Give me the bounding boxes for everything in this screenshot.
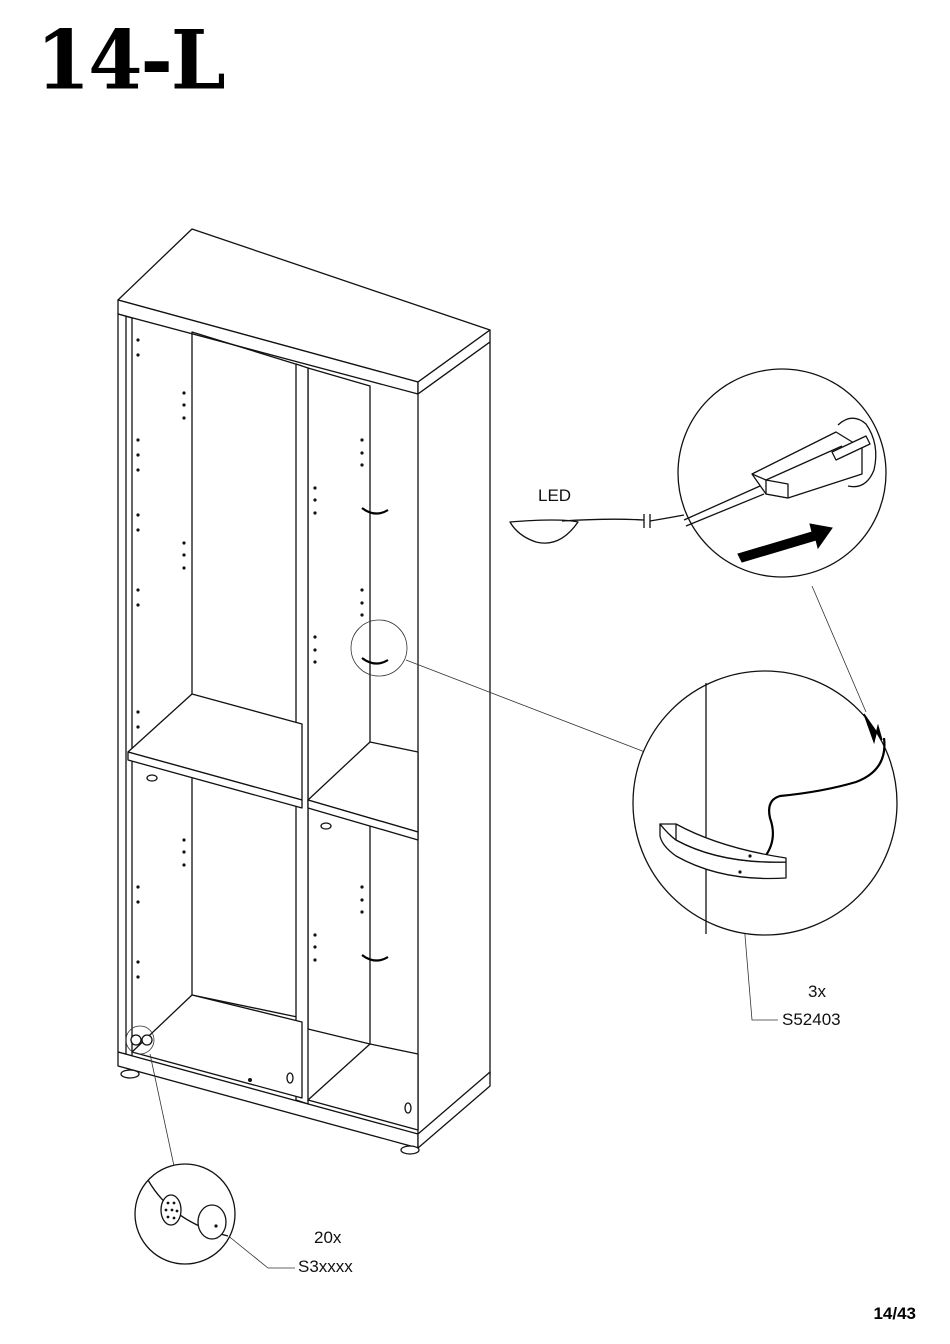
clip-quantity: 3x (808, 982, 826, 1002)
clip-highlight-circle (351, 620, 407, 676)
cap-detail (135, 1164, 235, 1264)
connector-detail (678, 369, 886, 577)
clip-detail (633, 671, 897, 935)
led-light-drawing (510, 514, 684, 543)
cabinet-drawing (118, 229, 490, 1154)
page-number: 14/43 (873, 1304, 916, 1324)
led-clip-middle (362, 658, 388, 664)
cap-part-code: S3xxxx (298, 1257, 353, 1277)
clip-part-code: S52403 (782, 1010, 841, 1030)
led-clip-upper (362, 508, 388, 514)
led-clip-lower (362, 955, 388, 961)
cabinet-left-side (118, 314, 132, 1056)
cap-quantity: 20x (314, 1228, 341, 1248)
led-label: LED (538, 486, 571, 506)
cabinet-right-side (418, 342, 490, 1138)
